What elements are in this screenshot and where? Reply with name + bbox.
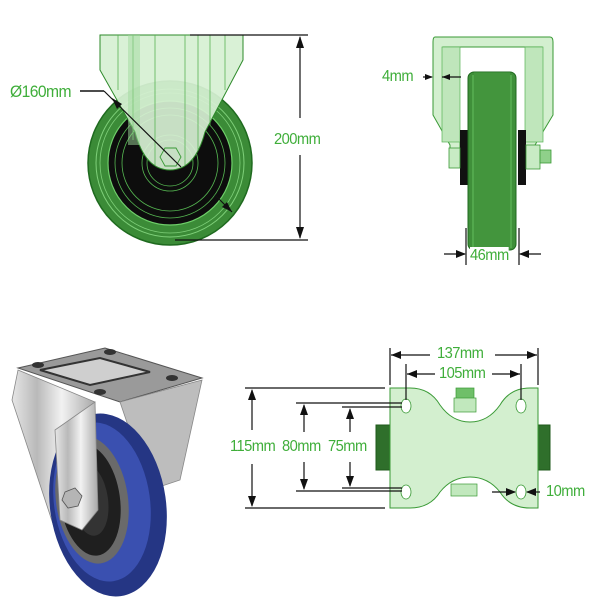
- front-view-drawing: Ø160mm 200mm: [0, 0, 340, 260]
- side-view-graphic: [423, 36, 554, 265]
- castor-photo-graphic: [11, 347, 204, 597]
- plate-length-label: 115mm: [230, 438, 276, 456]
- bolt-hole-label: 10mm: [546, 483, 585, 501]
- bracket-thickness-label: 4mm: [382, 68, 414, 86]
- hole-spacing-x-label: 105mm: [439, 365, 486, 383]
- castor-photo: [0, 330, 230, 600]
- front-view-graphic: [80, 34, 308, 246]
- plate-width-label: 137mm: [437, 345, 484, 363]
- hole-slot-outer-label: 80mm: [282, 438, 321, 456]
- side-view-drawing: 4mm 46mm: [370, 20, 600, 270]
- top-plate-drawing: 137mm 105mm 115mm 80mm 75mm 10mm: [230, 330, 600, 530]
- wheel-width-label: 46mm: [470, 247, 509, 265]
- top-plate-graphic: [245, 348, 551, 509]
- diameter-label: Ø160mm: [10, 82, 72, 101]
- height-label: 200mm: [274, 131, 321, 149]
- hole-spacing-y-label: 75mm: [328, 438, 367, 456]
